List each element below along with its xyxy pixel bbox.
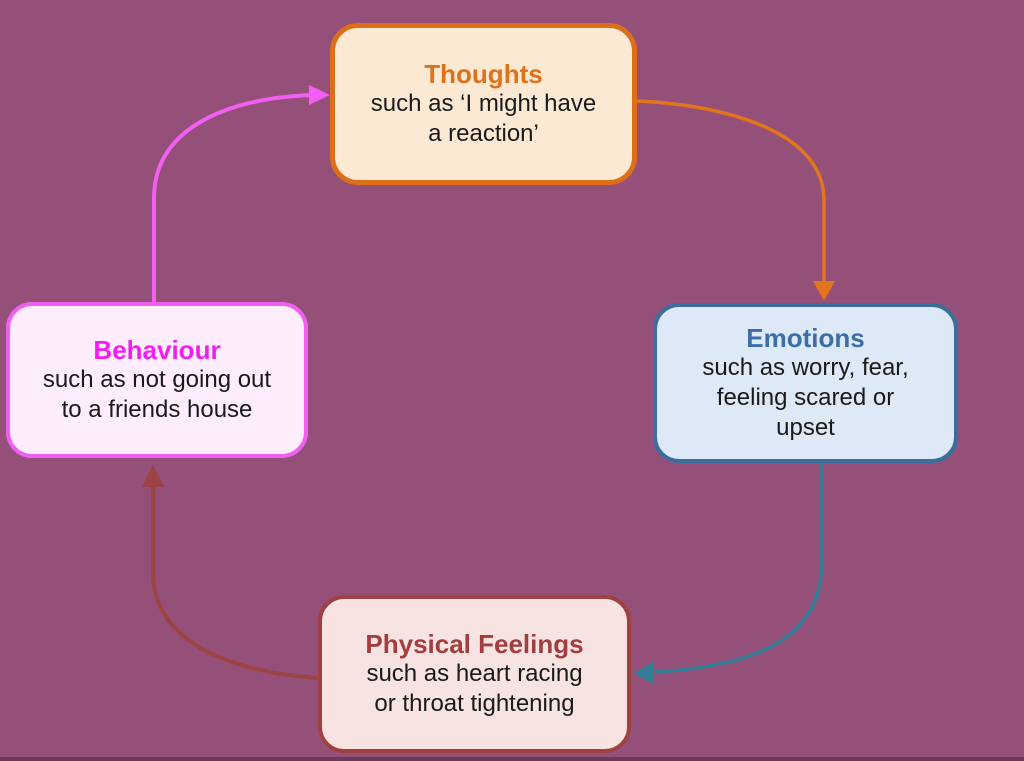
node-physical-feelings-body-line: or throat tightening [374,690,575,717]
node-emotions-body-line: such as worry, fear, [702,354,909,381]
arrowhead-thoughts-to-emotions-icon [813,281,835,301]
arrow-behaviour-to-thoughts [152,93,312,302]
node-thoughts: Thoughts such as ‘I might have a reactio… [330,23,637,185]
arrowhead-behaviour-to-thoughts-icon [309,85,330,105]
node-emotions-title: Emotions [746,323,865,353]
node-thoughts-body-line: such as ‘I might have [370,90,597,117]
node-thoughts-body-line: a reaction’ [428,120,539,147]
node-emotions: Emotions such as worry, fear, feeling sc… [653,303,958,463]
bottom-edge-strip [0,757,1024,761]
arrow-emotions-to-physical [654,464,824,674]
node-emotions-body-line: upset [776,414,835,441]
node-behaviour: Behaviour such as not going out to a fri… [6,302,308,458]
node-emotions-body-line: feeling scared or [716,384,895,411]
arrow-physical-to-behaviour [151,486,318,680]
arrowhead-emotions-to-physical-icon [634,662,653,684]
node-behaviour-body-line: such as not going out [42,366,272,393]
node-behaviour-body-line: to a friends house [61,396,253,423]
node-physical-feelings: Physical Feelings such as heart racing o… [318,595,631,753]
node-behaviour-title: Behaviour [93,335,221,365]
arrowhead-physical-to-behaviour-icon [142,465,164,487]
node-physical-feelings-body-line: such as heart racing [366,660,583,687]
node-physical-feelings-title: Physical Feelings [365,629,584,659]
node-thoughts-title: Thoughts [424,59,543,89]
arrow-thoughts-to-emotions [636,99,826,284]
